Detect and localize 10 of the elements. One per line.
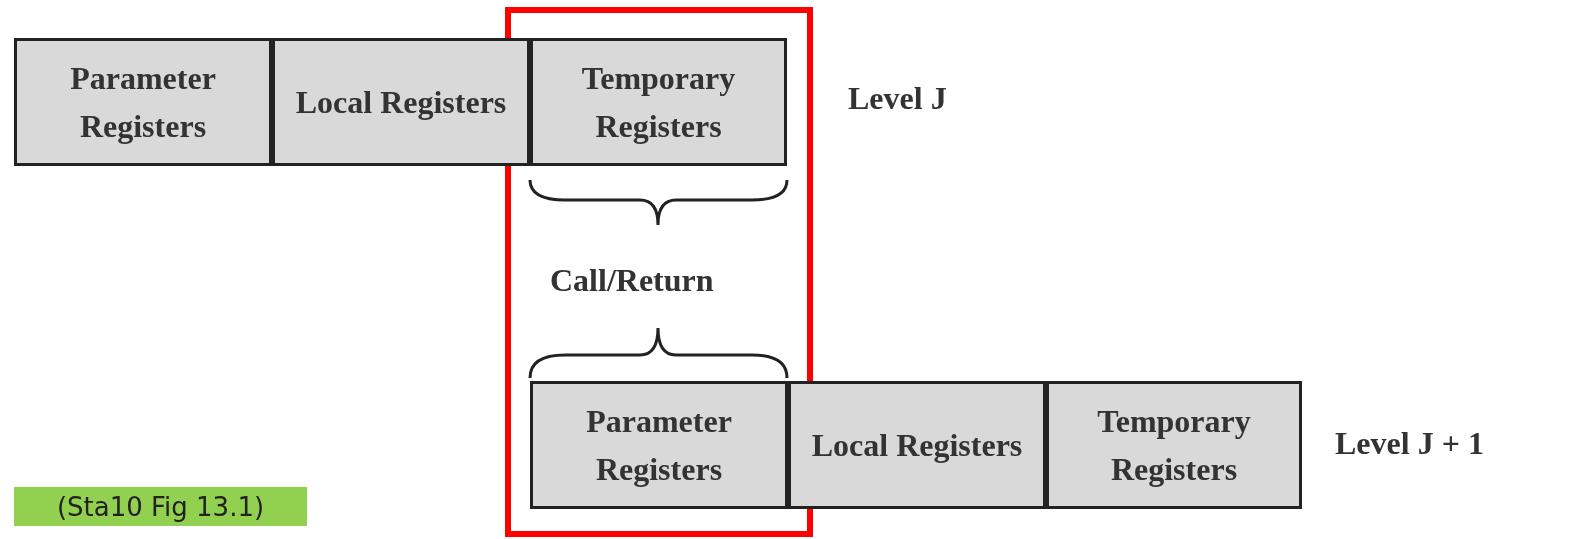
level-label: Level J [848,80,947,117]
register-box: Local Registers [272,38,530,166]
register-box: Parameter Registers [14,38,272,166]
register-box: Local Registers [788,381,1046,509]
register-box: Parameter Registers [530,381,788,509]
register-box: Temporary Registers [530,38,787,166]
register-box: Temporary Registers [1046,381,1302,509]
brace-label: Call/Return [550,262,714,299]
level-label: Level J + 1 [1335,425,1484,462]
caption: (Sta10 Fig 13.1) [14,487,307,526]
